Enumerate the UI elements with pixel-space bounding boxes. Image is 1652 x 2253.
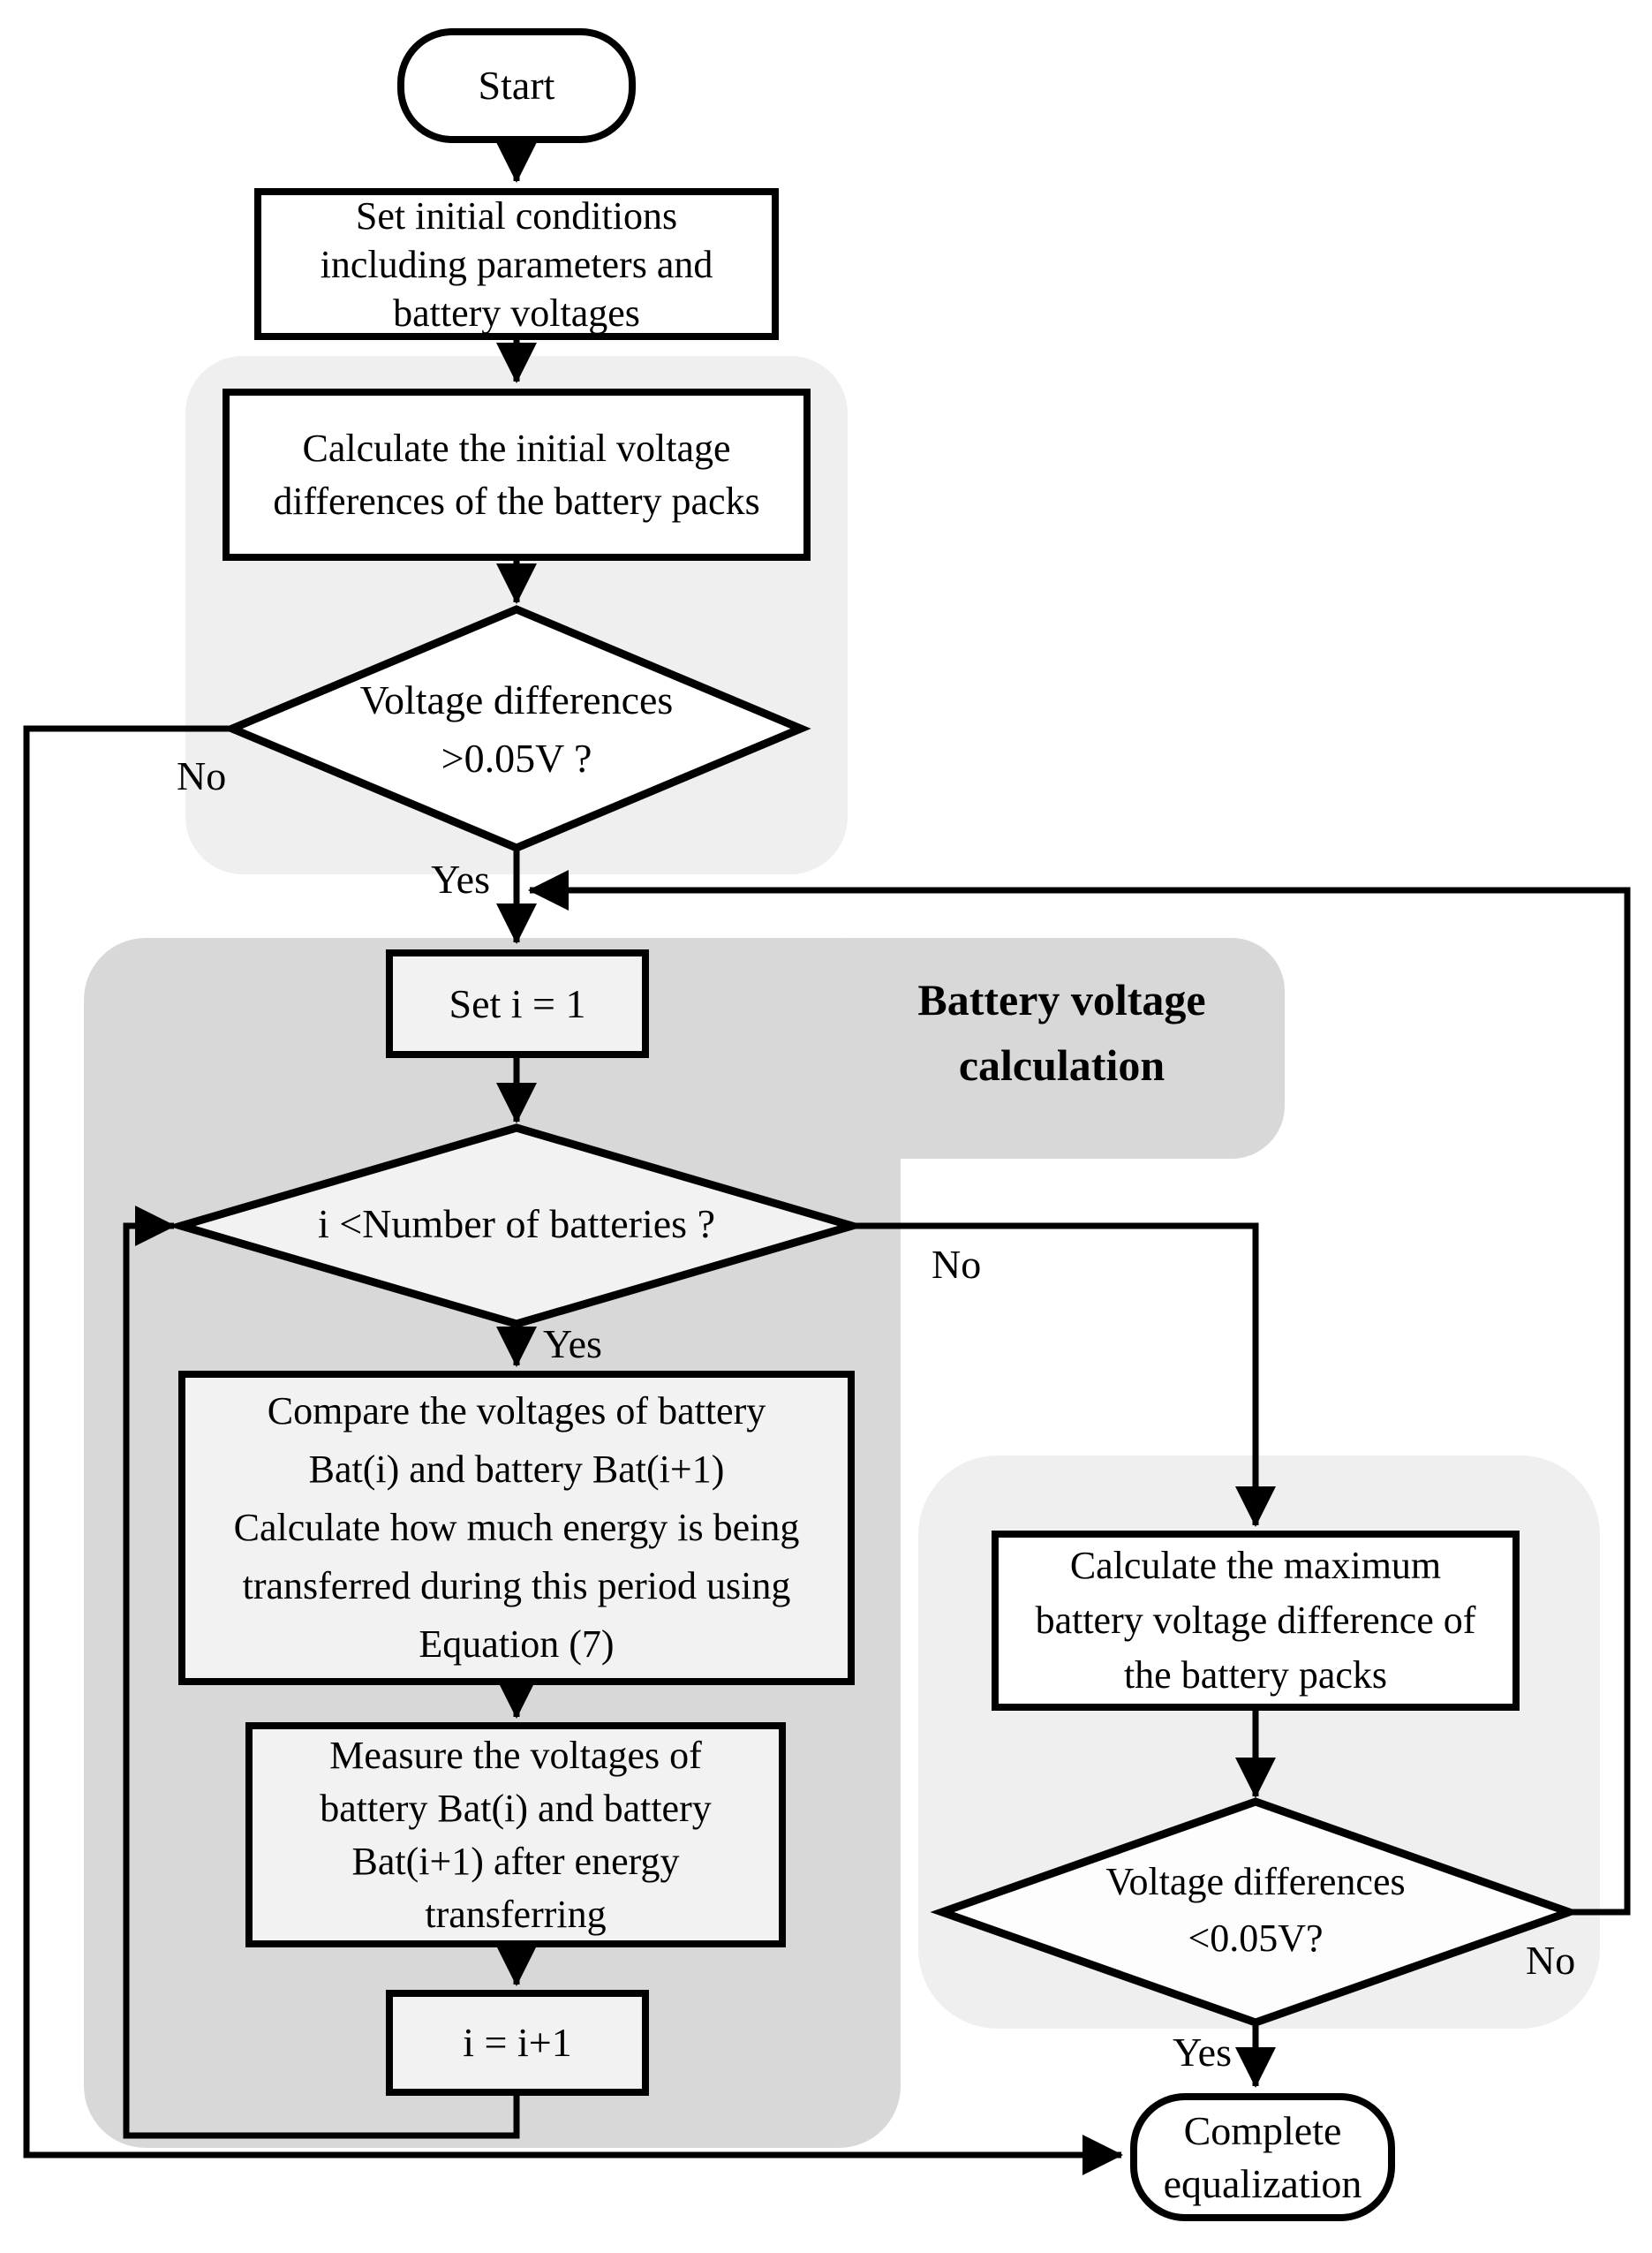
decision-initial-shape: [222, 605, 811, 852]
edge-decision-count-no-to-calc-max: [850, 1222, 1276, 1527]
compare-line: Bat(i) and battery Bat(i+1): [308, 1448, 725, 1491]
increment-label: i = i+1: [463, 2020, 572, 2065]
decision-initial-line: Voltage differences: [359, 677, 674, 722]
edge-label-initial-yes: Yes: [431, 857, 490, 902]
start-label: Start: [478, 63, 555, 108]
set-i-label: Set i = 1: [449, 980, 586, 1026]
compare-node: Compare the voltages of battery Bat(i) a…: [178, 1371, 855, 1685]
calc-max-line: battery voltage difference of: [1035, 1599, 1476, 1642]
decision-initial-line: >0.05V ?: [441, 735, 592, 781]
compare-line: Equation (7): [419, 1622, 615, 1666]
calc-initial-line: Calculate the initial voltage: [302, 426, 731, 470]
edge-label-count-no: No: [932, 1242, 982, 1287]
decision-count-text: i <Number of batteries ?: [207, 1196, 826, 1252]
calc-max-node: Calculate the maximum battery voltage di…: [992, 1531, 1520, 1711]
compare-line: transferred during this period using: [242, 1564, 791, 1607]
measure-node: Measure the voltages of battery Bat(i) a…: [245, 1722, 786, 1947]
edge-increment-loop-to-decision-count: [123, 1206, 520, 2139]
complete-line: Complete: [1183, 2107, 1342, 2153]
measure-line: Bat(i+1) after energy: [351, 1839, 680, 1883]
complete-node: Complete equalization: [1130, 2093, 1395, 2221]
compare-line: Calculate how much energy is being: [233, 1506, 800, 1549]
measure-line: transferring: [425, 1892, 607, 1936]
decision-final-text: Voltage differences <0.05V?: [991, 1844, 1520, 1977]
decision-final-line: Voltage differences: [1105, 1860, 1406, 1903]
edge-label-final-no: No: [1526, 1938, 1576, 1983]
start-node: Start: [397, 28, 636, 143]
increment-node: i = i+1: [386, 1990, 649, 2096]
set-initial-node: Set initial conditions including paramet…: [254, 188, 779, 340]
edge-label-final-yes: Yes: [1173, 2030, 1232, 2075]
edge-label-count-yes: Yes: [543, 1321, 602, 1366]
edge-label-initial-no: No: [177, 753, 227, 798]
set-initial-line: including parameters and: [320, 242, 713, 286]
battery-voltage-calculation-label-tab: [795, 938, 1285, 1159]
decision-count-shape: [166, 1123, 867, 1328]
decision-initial-text: Voltage differences >0.05V ?: [296, 661, 737, 798]
compare-line: Compare the voltages of battery: [267, 1389, 766, 1433]
calc-initial-line: differences of the battery packs: [273, 479, 760, 523]
battery-voltage-calculation-label: Battery voltage calculation: [917, 975, 1206, 1090]
set-initial-line: Set initial conditions: [355, 193, 678, 238]
calc-max-line: Calculate the maximum: [1069, 1544, 1442, 1587]
calc-initial-node: Calculate the initial voltage difference…: [223, 389, 811, 561]
decision-final-shape: [930, 1797, 1581, 2027]
calc-max-line: the battery packs: [1123, 1653, 1388, 1697]
measure-line: Measure the voltages of: [329, 1733, 702, 1777]
edge-decision-final-no-feedback: [528, 870, 1631, 1916]
edge-decision-initial-no-to-complete: [23, 725, 1123, 2175]
set-initial-line: battery voltages: [393, 291, 640, 335]
measure-line: battery Bat(i) and battery: [320, 1786, 712, 1830]
decision-final-line: <0.05V?: [1188, 1917, 1324, 1960]
complete-line: equalization: [1163, 2160, 1362, 2206]
set-i-node: Set i = 1: [386, 949, 649, 1058]
decision-count-label: i <Number of batteries ?: [317, 1201, 715, 1246]
